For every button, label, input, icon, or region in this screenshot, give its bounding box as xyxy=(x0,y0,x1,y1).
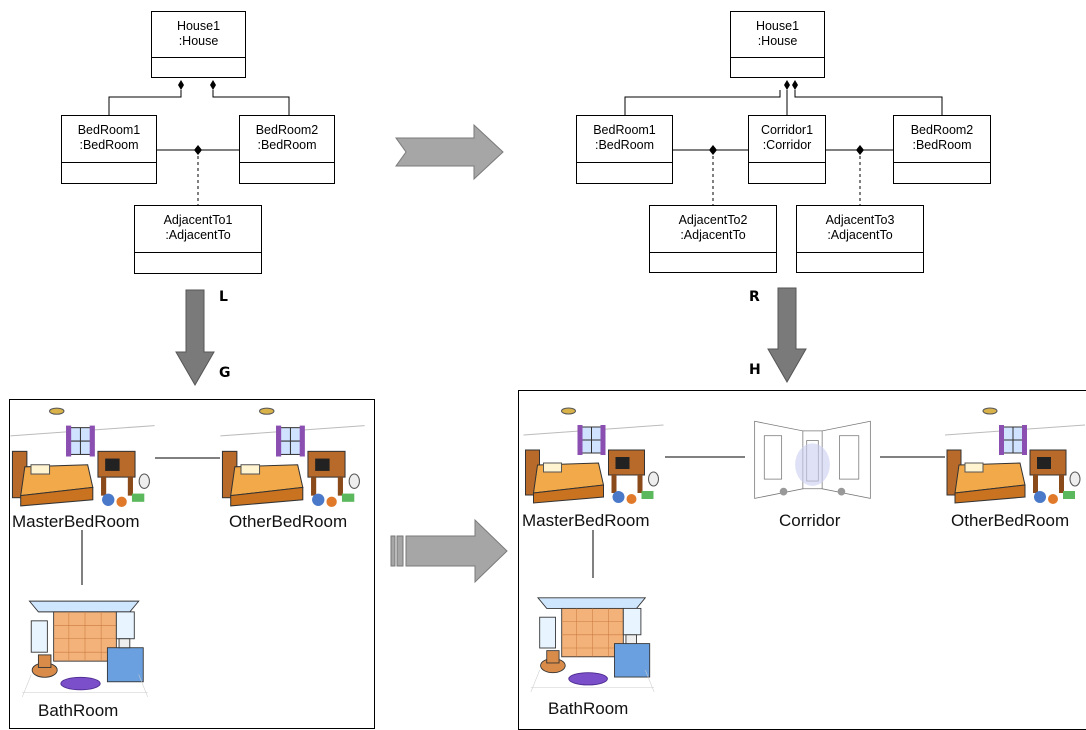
node-master-bedroom-h: MasterBedRoom xyxy=(522,511,650,530)
object-name: BedRoom1 xyxy=(77,123,141,137)
object-type: :Corridor xyxy=(762,138,812,152)
bedroom-illustration-icon xyxy=(220,405,365,508)
composition-line-bedroom2 xyxy=(212,90,290,115)
down-arrow-icon xyxy=(767,287,807,384)
down-arrow-icon xyxy=(175,289,215,387)
node-bathroom-g: BathRoom xyxy=(38,701,119,720)
bathroom-illustration-icon xyxy=(530,582,655,692)
object-name: AdjacentTo1 xyxy=(163,213,233,227)
uml-box-corridor1-right: Corridor1:Corridor xyxy=(748,115,826,184)
object-type: :House xyxy=(757,34,798,48)
diamond-icon xyxy=(792,80,798,90)
diamond-icon xyxy=(709,145,717,155)
diamond-icon xyxy=(178,80,184,90)
label-g: G xyxy=(219,365,231,381)
node-master-bedroom-g: MasterBedRoom xyxy=(12,512,140,531)
object-type: :BedRoom xyxy=(79,138,139,152)
object-name: House1 xyxy=(755,19,800,33)
object-name: BedRoom2 xyxy=(910,123,974,137)
composition-line-bedroom1 xyxy=(108,90,182,115)
object-name: House1 xyxy=(176,19,221,33)
object-type: :AdjacentTo xyxy=(680,228,746,242)
object-name: Corridor1 xyxy=(760,123,814,137)
corridor-illustration-icon xyxy=(745,406,880,504)
object-name: BedRoom2 xyxy=(255,123,319,137)
uml-box-adjacent1-left: AdjacentTo1:AdjacentTo xyxy=(134,205,262,274)
diamond-icon xyxy=(856,145,864,155)
uml-box-adjacent2-right: AdjacentTo2:AdjacentTo xyxy=(649,205,777,273)
node-other-bedroom-g: OtherBedRoom xyxy=(229,512,348,531)
object-type: :AdjacentTo xyxy=(827,228,893,242)
uml-box-bedroom2-right: BedRoom2:BedRoom xyxy=(893,115,991,184)
object-type: :BedRoom xyxy=(912,138,972,152)
composition-line-r-bedroom1 xyxy=(624,90,781,115)
right-arrow-icon xyxy=(395,123,504,181)
node-corridor-h: Corridor xyxy=(779,511,841,530)
bedroom-illustration-icon xyxy=(523,405,664,505)
diamond-icon xyxy=(210,80,216,90)
bathroom-illustration-icon xyxy=(21,585,149,697)
uml-box-house1-left: House1:House xyxy=(151,11,246,78)
object-type: :BedRoom xyxy=(594,138,655,152)
right-arrow-icon xyxy=(390,518,508,584)
bedroom-illustration-icon xyxy=(945,405,1085,505)
label-l: L xyxy=(219,289,228,305)
object-type: :House xyxy=(178,34,219,48)
object-type: :BedRoom xyxy=(257,138,317,152)
diamond-icon xyxy=(784,80,790,90)
uml-box-adjacent3-right: AdjacentTo3:AdjacentTo xyxy=(796,205,924,273)
object-type: :AdjacentTo xyxy=(165,228,231,242)
uml-box-bedroom2-left: BedRoom2:BedRoom xyxy=(239,115,335,184)
label-r: R xyxy=(749,289,760,305)
label-h: H xyxy=(749,362,761,378)
object-name: BedRoom1 xyxy=(593,123,656,137)
bedroom-illustration-icon xyxy=(10,405,155,508)
uml-box-house1-right: House1:House xyxy=(730,11,825,78)
uml-box-bedroom1-left: BedRoom1:BedRoom xyxy=(61,115,157,184)
uml-box-bedroom1-right: BedRoom1:BedRoom xyxy=(576,115,673,184)
object-name: AdjacentTo3 xyxy=(825,213,895,227)
node-other-bedroom-h: OtherBedRoom xyxy=(951,511,1070,530)
node-bathroom-h: BathRoom xyxy=(548,699,629,718)
composition-line-r-bedroom2 xyxy=(794,90,943,115)
diamond-icon xyxy=(194,145,202,155)
object-name: AdjacentTo2 xyxy=(678,213,748,227)
